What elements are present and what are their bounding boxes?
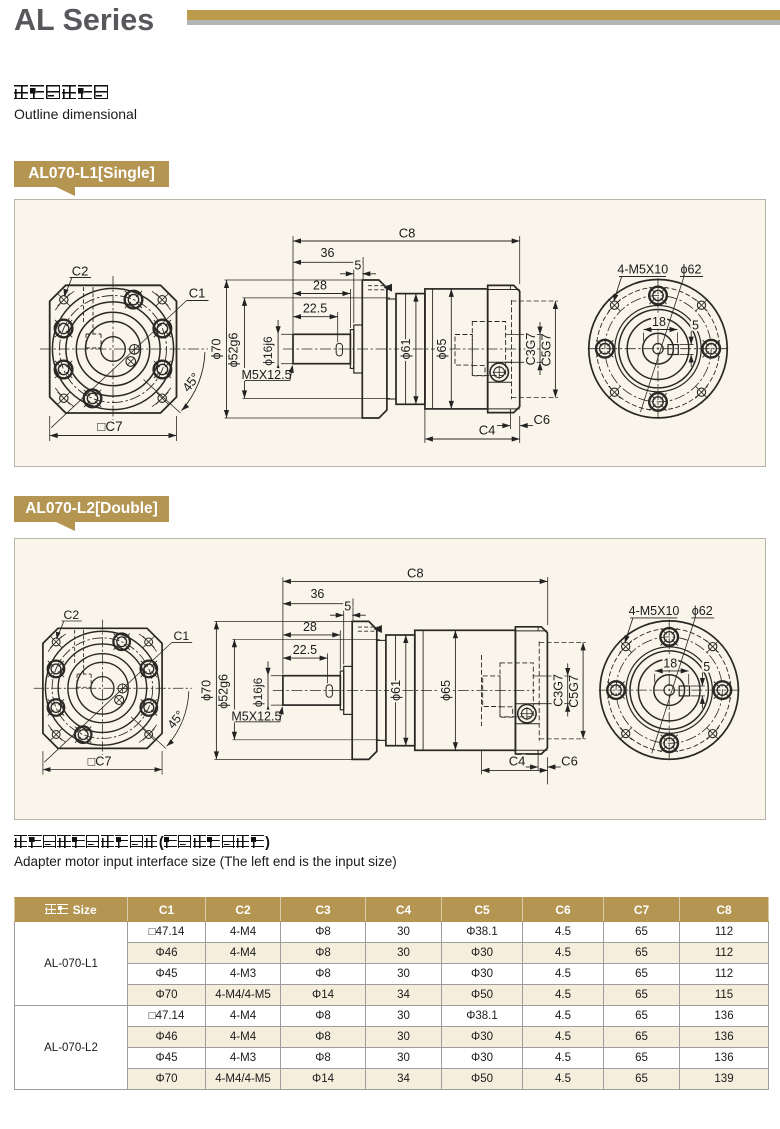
svg-text:C4: C4 [509, 754, 526, 769]
svg-text:ϕ65: ϕ65 [439, 680, 453, 701]
svg-text:ϕ65: ϕ65 [435, 339, 449, 360]
svg-text:C4: C4 [479, 423, 496, 438]
svg-text:C8: C8 [407, 566, 424, 581]
svg-text:C8: C8 [399, 226, 416, 241]
